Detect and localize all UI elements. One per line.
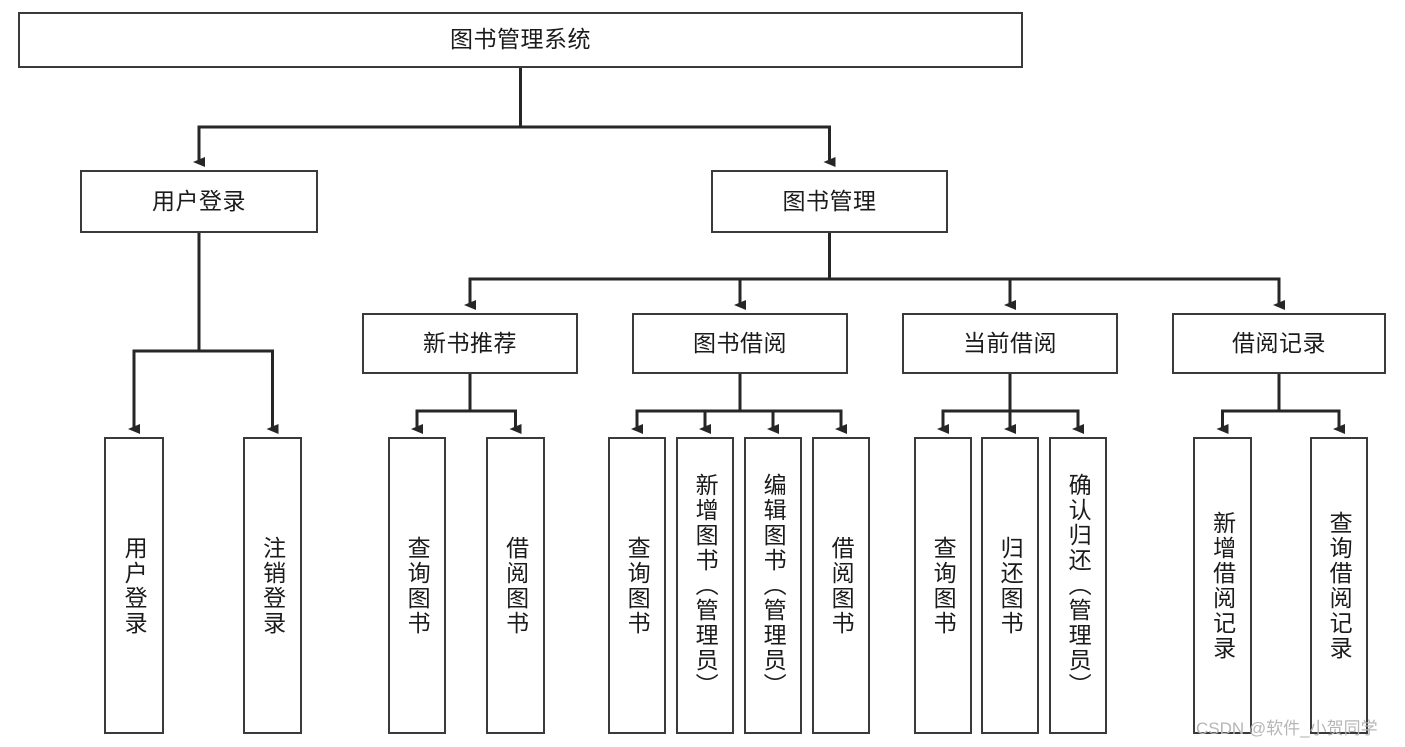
leaf-user-login[interactable]: 用户登录: [104, 437, 164, 734]
node-user-login-label: 用户登录: [152, 187, 246, 214]
leaf-confirm-return[interactable]: 确认归还（管理员）: [1049, 437, 1107, 734]
leaf-confirm-return-label: 确认归还（管理员）: [1065, 473, 1092, 698]
node-book-manage[interactable]: 图书管理: [711, 170, 948, 233]
leaf-query-book-3-label: 查询图书: [930, 535, 957, 636]
node-borrow-record-label: 借阅记录: [1232, 329, 1326, 356]
node-book-borrow-label: 图书借阅: [693, 329, 787, 356]
leaf-return-book-label: 归还图书: [997, 535, 1024, 636]
node-current-borrow-label: 当前借阅: [963, 329, 1057, 356]
leaf-borrow-book-2[interactable]: 借阅图书: [812, 437, 870, 734]
node-user-login[interactable]: 用户登录: [80, 170, 318, 233]
leaf-query-book-2-label: 查询图书: [624, 535, 651, 636]
node-book-manage-label: 图书管理: [782, 187, 877, 214]
leaf-add-book[interactable]: 新增图书（管理员）: [676, 437, 734, 734]
leaf-add-record-label: 新增借阅记录: [1209, 510, 1236, 661]
node-book-borrow[interactable]: 图书借阅: [632, 313, 848, 374]
leaf-add-record[interactable]: 新增借阅记录: [1193, 437, 1252, 734]
node-current-borrow[interactable]: 当前借阅: [902, 313, 1118, 374]
leaf-return-book[interactable]: 归还图书: [981, 437, 1039, 734]
leaf-query-record-label: 查询借阅记录: [1326, 510, 1353, 661]
leaf-query-book-1[interactable]: 查询图书: [388, 437, 446, 734]
node-root-label: 图书管理系统: [450, 26, 591, 53]
leaf-user-logout-label: 注销登录: [259, 535, 286, 636]
leaf-query-book-3[interactable]: 查询图书: [914, 437, 972, 734]
leaf-user-login-label: 用户登录: [121, 535, 148, 636]
node-root[interactable]: 图书管理系统: [18, 12, 1023, 68]
leaf-edit-book-label: 编辑图书（管理员）: [760, 473, 787, 698]
node-new-book-rec-label: 新书推荐: [423, 329, 517, 356]
leaf-borrow-book-1-label: 借阅图书: [502, 535, 529, 636]
leaf-borrow-book-2-label: 借阅图书: [828, 535, 855, 636]
leaf-query-record[interactable]: 查询借阅记录: [1310, 437, 1368, 734]
leaf-borrow-book-1[interactable]: 借阅图书: [486, 437, 545, 734]
node-borrow-record[interactable]: 借阅记录: [1172, 313, 1386, 374]
csdn-watermark: CSDN @软件_小贺同学: [1196, 719, 1378, 738]
leaf-query-book-1-label: 查询图书: [404, 535, 431, 636]
leaf-query-book-2[interactable]: 查询图书: [608, 437, 666, 734]
node-new-book-rec[interactable]: 新书推荐: [362, 313, 578, 374]
leaf-user-logout[interactable]: 注销登录: [243, 437, 302, 734]
leaf-edit-book[interactable]: 编辑图书（管理员）: [744, 437, 802, 734]
leaf-add-book-label: 新增图书（管理员）: [692, 473, 719, 698]
